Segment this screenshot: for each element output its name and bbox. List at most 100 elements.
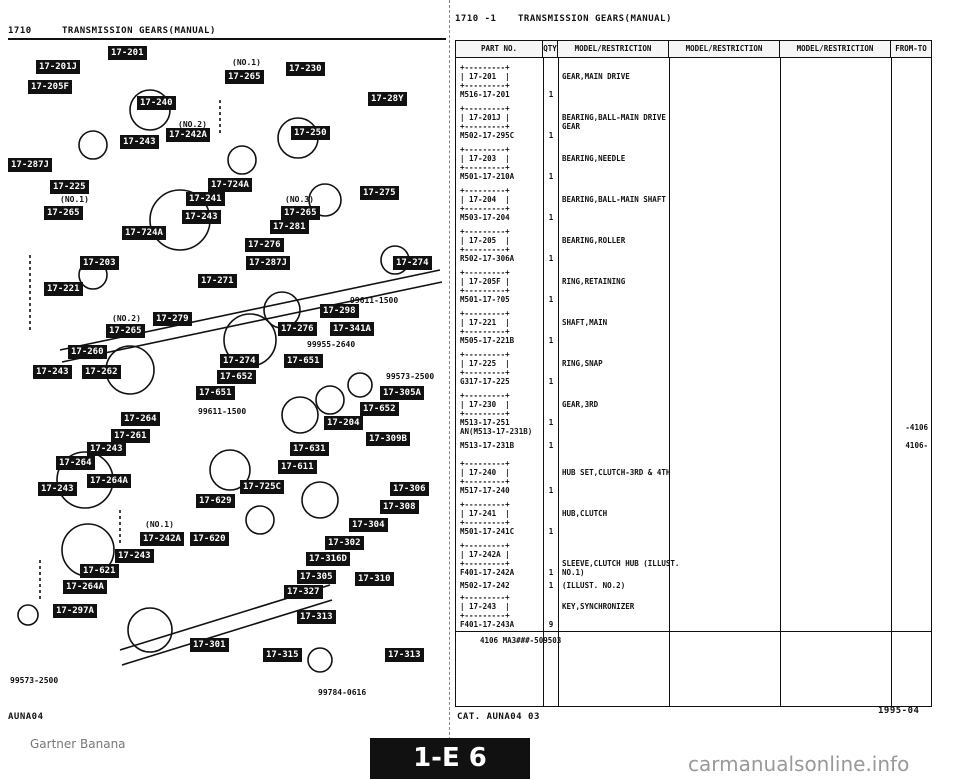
callout: 17-274: [220, 354, 259, 368]
table-row: +---------+ | 17-221 | +---------+ M505-…: [456, 309, 931, 349]
qty: 1: [548, 336, 554, 345]
description: SLEEVE,CLUTCH HUB (ILLUST. NO.1): [562, 559, 680, 577]
bolt-partno: 99573-2500: [386, 372, 435, 381]
description: BEARING,BALL-MAIN SHAFT: [562, 195, 666, 204]
parts-table: PART NO. QTY MODEL/RESTRICTION MODEL/RES…: [455, 40, 932, 707]
callout: 17-225: [50, 180, 89, 194]
col-divider: [558, 57, 559, 706]
callout: 17-262: [82, 365, 121, 379]
col-qty: QTY: [543, 41, 558, 57]
gear-drawing: [78, 130, 108, 160]
callout: 17-287J: [8, 158, 52, 172]
callout: 17-264A: [63, 580, 107, 594]
callout: 17-724A: [122, 226, 166, 240]
callout: 17-265: [225, 70, 264, 84]
callout: 17-313: [297, 610, 336, 624]
callout: 17-316D: [306, 552, 350, 566]
callout: 17-230: [286, 62, 325, 76]
callout: 17-221: [44, 282, 83, 296]
callout: 17-264A: [87, 474, 131, 488]
callout: 17-28Y: [368, 92, 407, 106]
gear-drawing: [17, 604, 39, 626]
bolt-partno: 99955-2640: [307, 340, 356, 349]
table-row: +---------+ | 17-205 | +---------+ R502-…: [456, 227, 931, 267]
callout: 17-205F: [28, 80, 72, 94]
description: BEARING,ROLLER: [562, 236, 626, 245]
left-page-title: TRANSMISSION GEARS(MANUAL): [62, 26, 216, 36]
callout: 17-651: [284, 354, 323, 368]
callout: 17-243: [182, 210, 221, 224]
col-model-2: MODEL/RESTRICTION: [669, 41, 780, 57]
callout: 17-308: [380, 500, 419, 514]
gear-drawing: [129, 89, 171, 131]
table-row: +---------+ | 17-205F | +---------+ M501…: [456, 268, 931, 308]
illust-note: (NO.1): [60, 195, 89, 204]
left-page-number: 1710: [8, 26, 32, 36]
callout: 17-242A: [166, 128, 210, 142]
part-no: +---------+ | 17-205F | +---------+ M501…: [460, 268, 510, 304]
gear-drawing: [281, 396, 319, 434]
part-no: M502-17-242: [460, 581, 510, 590]
qty: 1: [548, 581, 554, 590]
callout: 17-305A: [380, 386, 424, 400]
part-no: +---------+ | 17-201 | +---------+ M516-…: [460, 63, 510, 99]
part-no: +---------+ | 17-225 | +---------+ G317-…: [460, 350, 510, 386]
qty: 1: [548, 131, 554, 140]
callout: 17-276: [245, 238, 284, 252]
description: HUB,CLUTCH: [562, 509, 608, 518]
col-divider: [891, 57, 892, 706]
callout: 17-313: [385, 648, 424, 662]
table-row: +---------+ | 17-242A | +---------+ F401…: [456, 541, 931, 581]
left-header-rule: [8, 38, 446, 40]
illust-note: (NO.1): [232, 58, 261, 67]
qty: 1: [548, 295, 554, 304]
table-row: +---------+ | 17-241 | +---------+ M501-…: [456, 500, 931, 540]
description: GEAR,3RD: [562, 400, 599, 409]
callout: 17-341A: [330, 322, 374, 336]
qty: 1: [548, 254, 554, 263]
callout: 17-309B: [366, 432, 410, 446]
description: KEY,SYNCHRONIZER: [562, 602, 635, 611]
callout: 17-652: [360, 402, 399, 416]
illust-note: (NO.2): [112, 314, 141, 323]
callout: 17-261: [111, 429, 150, 443]
table-row: +---------+ | 17-225 | +---------+ G317-…: [456, 350, 931, 390]
callout: 17-264: [56, 456, 95, 470]
qty: 9: [548, 620, 554, 629]
gear-drawing: [307, 647, 333, 673]
callout: 17-243: [87, 442, 126, 456]
illust-note: (NO.1): [145, 520, 174, 529]
illust-note: (NO.2): [178, 120, 207, 129]
table-row: +---------+ | 17-204 | +---------+ M503-…: [456, 186, 931, 226]
callout: 17-652: [217, 370, 256, 384]
callout: 17-201: [108, 46, 147, 60]
callout: 17-302: [325, 536, 364, 550]
col-divider: [780, 57, 781, 706]
bolt-partno: 99611-1500: [198, 407, 247, 416]
print-date: 1995-04: [878, 706, 920, 716]
part-no: +---------+ | 17-221 | +---------+ M505-…: [460, 309, 515, 345]
qty: 1: [548, 418, 554, 427]
callout: 17-241: [186, 192, 225, 206]
part-no: +---------+ | 17-243 | +---------+ F401-…: [460, 593, 515, 629]
catalog-code: AUNA04: [8, 712, 44, 722]
callout: 17-250: [291, 126, 330, 140]
table-end-rule: [456, 631, 931, 632]
page-fold-line: [449, 0, 450, 740]
qty: 1: [548, 441, 554, 450]
illust-note: (NO.3): [285, 195, 314, 204]
callout: 17-301: [190, 638, 229, 652]
callout: 17-279: [153, 312, 192, 326]
qty: 1: [548, 213, 554, 222]
bolt-partno: 99784-0616: [318, 688, 367, 697]
callout: 17-243: [38, 482, 77, 496]
callout: 17-240: [137, 96, 176, 110]
callout: 17-327: [284, 585, 323, 599]
col-divider: [669, 57, 670, 706]
table-header: PART NO. QTY MODEL/RESTRICTION MODEL/RES…: [456, 41, 931, 58]
callout: 17-304: [349, 518, 388, 532]
description: SHAFT,MAIN: [562, 318, 608, 327]
gear-drawing: [209, 449, 251, 491]
catalog-ref: CAT. AUNA04 03: [457, 712, 540, 722]
callout: 17-265: [44, 206, 83, 220]
